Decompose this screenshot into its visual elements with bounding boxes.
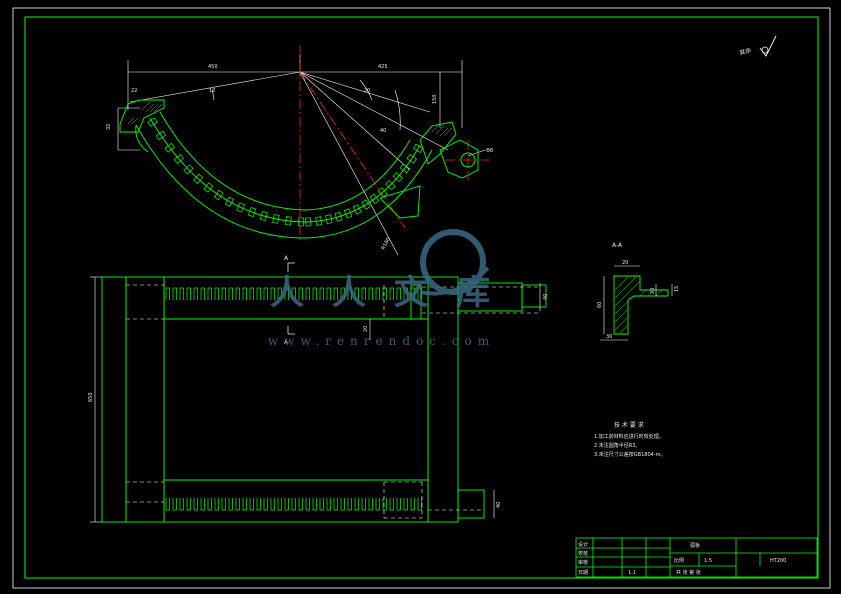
title-block-grid <box>575 537 818 578</box>
dim-angle-left: 12 <box>209 88 215 94</box>
section-dim-flange: 20 <box>650 288 656 294</box>
roughness-check-icon <box>759 35 777 57</box>
front-view-outline <box>101 276 547 523</box>
arc-slot <box>377 187 388 198</box>
roughness-symbol: 其余 <box>738 35 777 57</box>
watermark-url: www.renrendoc.com <box>268 334 495 348</box>
arc-slot <box>385 180 396 191</box>
comb-teeth-bottom <box>165 498 422 511</box>
title-block-scale-label: 比例 <box>674 557 684 564</box>
arc-slot <box>315 216 323 226</box>
dim-right-span: 425 <box>378 64 388 70</box>
title-block-material: HT200 <box>770 558 786 564</box>
arc-slot-group <box>147 117 424 227</box>
title-block: 设计 校核 审核 日期 弧板 比例 1:5 HT200 共 张 第 张 1-1 <box>575 537 818 578</box>
arc-slot <box>272 214 280 224</box>
section-outline <box>613 275 669 335</box>
front-view-dimensions <box>90 276 541 523</box>
section-hatch <box>614 276 663 334</box>
dim-angle-right: 40 <box>380 128 386 134</box>
section-view: A-A 20 60 20 30 15 <box>597 242 680 341</box>
arc-slot <box>361 199 371 210</box>
dim-left-span: 450 <box>208 64 218 70</box>
roughness-label: 其余 <box>738 46 752 57</box>
section-title: A-A <box>612 242 623 249</box>
arc-slot <box>343 208 353 219</box>
arc-body <box>119 99 479 239</box>
arc-slot <box>224 196 235 207</box>
arc-slot <box>392 172 403 183</box>
dim-left-height: 32 <box>106 124 112 130</box>
title-block-name: 弧板 <box>690 542 700 549</box>
section-dimensions <box>600 265 673 341</box>
section-dim-top: 20 <box>622 260 628 266</box>
dim-mid-gap: 20 <box>363 326 369 332</box>
arc-slot <box>334 211 343 222</box>
arc-slot <box>406 153 417 164</box>
section-dim-height: 60 <box>597 302 603 308</box>
arc-slot <box>285 216 292 226</box>
title-block-drawing-no: 1-1 <box>628 570 636 576</box>
arc-slot <box>352 204 362 215</box>
front-view: A A 650 40 40 20 <box>88 255 549 523</box>
title-block-label-review: 审核 <box>578 559 588 566</box>
arc-slot <box>259 211 268 221</box>
section-dim-bottom: 30 <box>606 334 612 340</box>
arc-slot <box>214 189 224 201</box>
tech-requirement-item: 2.未注圆角半径R3。 <box>594 442 640 449</box>
section-mark-top: A <box>284 255 289 262</box>
arc-slot <box>247 207 257 218</box>
tech-requirement-item: 3.未注尺寸公差按GB1804-m。 <box>594 451 665 458</box>
dim-angle-mid: 20 <box>364 88 370 94</box>
comb-teeth-top <box>165 287 422 300</box>
tech-requirements: 技 术 要 求 1.加工前材料应进行时效处理。 2.未注圆角半径R3。 3.未注… <box>594 421 665 458</box>
sheet-inner-border <box>24 16 819 579</box>
title-block-label-check: 校核 <box>578 550 588 557</box>
arc-slot <box>412 143 424 153</box>
arc-slot <box>236 202 246 213</box>
arc-slot <box>369 193 380 204</box>
sheet-outer-border <box>12 7 831 589</box>
arc-slot <box>203 182 214 193</box>
dim-right-bottom: 40 <box>496 502 502 508</box>
arc-flange-hatch <box>127 101 453 137</box>
dim-overall-height: 650 <box>88 392 94 402</box>
arc-slot <box>164 142 175 153</box>
arc-slot <box>155 130 167 141</box>
front-view-hidden-lines <box>126 284 540 519</box>
dim-left-side: 22 <box>131 88 137 94</box>
title-block-sheet: 共 张 第 张 <box>676 569 701 576</box>
arc-slot <box>147 117 158 127</box>
title-block-label-date: 日期 <box>578 570 588 576</box>
top-view: 450 425 12 20 40 32 22 150 R180 Φ8 <box>106 45 493 256</box>
dim-right-height: 150 <box>432 94 438 104</box>
comb-tooth-path <box>165 498 422 511</box>
title-block-scale-value: 1:5 <box>704 558 712 564</box>
arc-slot <box>399 163 411 174</box>
arc-slot <box>183 164 194 175</box>
arc-slot <box>193 173 204 185</box>
top-view-dimensions <box>117 55 486 256</box>
title-block-label-design: 设计 <box>578 541 588 548</box>
watermark-logo-swoosh <box>419 266 490 296</box>
arc-slot <box>305 217 312 227</box>
section-mark-bottom: A <box>284 339 289 346</box>
arc-slot <box>298 217 305 227</box>
section-dim-right: 15 <box>674 286 680 292</box>
dim-right-top: 40 <box>543 294 549 300</box>
tech-requirements-title: 技 术 要 求 <box>614 421 644 429</box>
dim-radius: R180 <box>380 237 391 251</box>
roughness-circle-icon <box>761 46 769 54</box>
top-view-centerlines <box>299 45 490 240</box>
watermark: 人人文库 www.renrendoc.com <box>268 229 518 348</box>
watermark-cn: 人人文库 <box>270 273 518 313</box>
arc-slot <box>173 154 185 164</box>
dim-pin-hole: Φ8 <box>486 148 493 154</box>
comb-tooth-path <box>165 287 422 300</box>
section-marker-lines <box>287 262 295 335</box>
arc-slot <box>325 214 333 225</box>
tech-requirement-item: 1.加工前材料应进行时效处理。 <box>594 433 664 440</box>
